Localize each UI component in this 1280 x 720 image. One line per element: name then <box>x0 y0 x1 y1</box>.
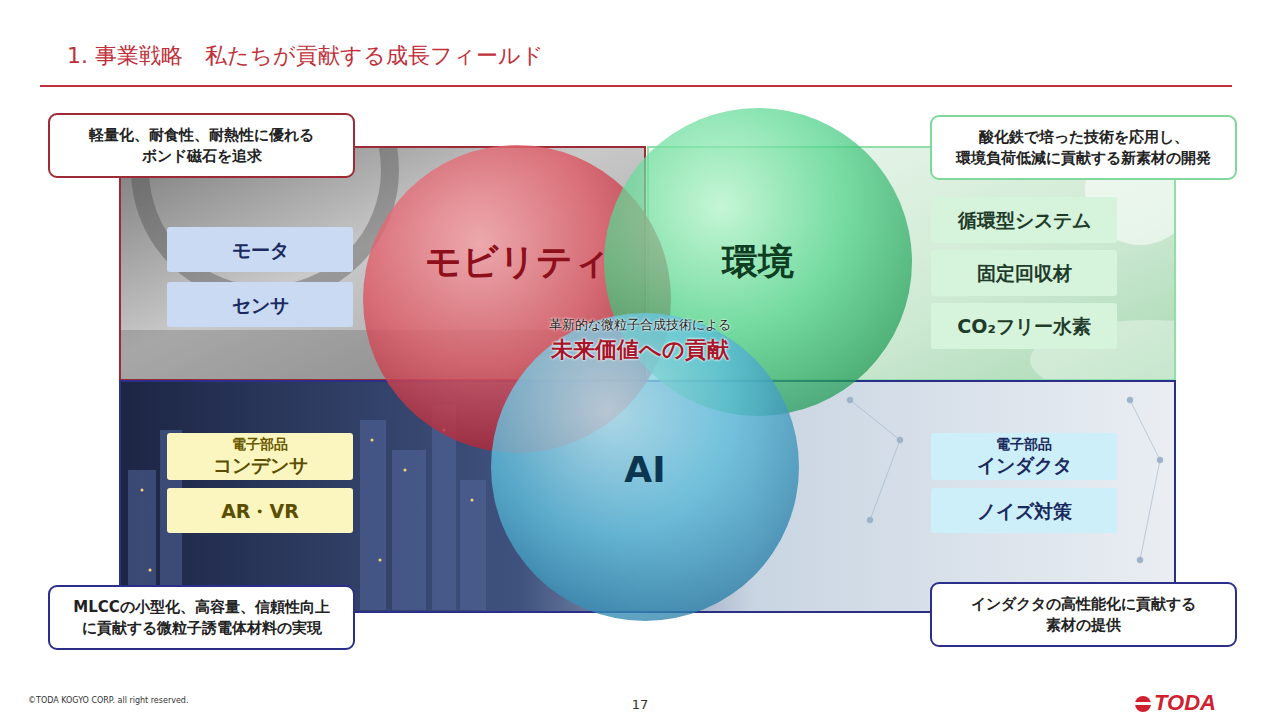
copyright: ©TODA KOGYO CORP. all right reserved. <box>28 696 188 706</box>
item-box: センサ <box>167 282 353 327</box>
callout-box: 軽量化、耐食性、耐熱性に優れる ボンド磁石を追求 <box>48 113 355 178</box>
callout-text: MLCCの小型化、高容量、信頼性向上 に貢献する微粒子誘電体材料の実現 <box>66 597 337 639</box>
item-label: CO₂フリー水素 <box>957 314 1090 338</box>
network-line <box>1140 460 1160 560</box>
callout-text: 酸化鉄で培った技術を応用し、 環境負荷低減に貢献する新素材の開発 <box>948 127 1219 169</box>
circle-label: 環境 <box>603 241 913 283</box>
light <box>141 489 144 492</box>
city-art <box>128 405 486 610</box>
light <box>379 559 382 562</box>
callout-text: 軽量化、耐食性、耐熱性に優れる ボンド磁石を追求 <box>66 125 337 167</box>
center-subtitle: 革新的な微粒子合成技術による <box>549 317 731 333</box>
city-lights <box>141 429 474 572</box>
network-line <box>870 440 900 520</box>
page-number: 17 <box>632 697 649 713</box>
network-dot <box>867 517 873 523</box>
network-line <box>1130 400 1160 460</box>
network-dot <box>847 397 853 403</box>
light <box>149 569 152 572</box>
callout-box: インダクタの高性能化に貢献する 素材の提供 <box>930 582 1237 647</box>
item-label: コンデンサ <box>213 453 308 477</box>
item-box: モータ <box>167 227 353 272</box>
item-label: モータ <box>232 238 289 262</box>
item-category: 電子部品 <box>232 436 288 453</box>
item-label: 循環型システム <box>958 208 1091 232</box>
item-box: AR・VR <box>167 488 353 533</box>
building <box>360 420 386 610</box>
item-box: CO₂フリー水素 <box>931 303 1117 349</box>
network-dot <box>1157 457 1163 463</box>
network-dot <box>1127 397 1133 403</box>
circle-label: AI <box>490 449 800 491</box>
callout-box: MLCCの小型化、高容量、信頼性向上 に貢献する微粒子誘電体材料の実現 <box>48 585 355 650</box>
item-box: ノイズ対策 <box>931 488 1117 533</box>
item-box: 電子部品コンデンサ <box>167 433 353 480</box>
light <box>404 469 407 472</box>
item-label: 固定回収材 <box>977 261 1072 285</box>
item-label: ノイズ対策 <box>977 499 1072 523</box>
item-box: 循環型システム <box>931 197 1117 243</box>
circle-label: モビリティ <box>362 241 672 283</box>
item-box: 固定回収材 <box>931 250 1117 296</box>
callout-text: インダクタの高性能化に貢献する 素材の提供 <box>948 594 1219 636</box>
network-line <box>850 400 900 440</box>
network-dot <box>1137 557 1143 563</box>
item-category: 電子部品 <box>996 436 1052 453</box>
light <box>371 439 374 442</box>
center-message: 未来価値への貢献 <box>551 336 729 363</box>
slide-title: 1. 事業戦略 私たちが貢献する成長フィールド <box>67 42 544 70</box>
building <box>392 450 426 610</box>
network-dot <box>897 437 903 443</box>
logo-bar <box>1134 702 1152 705</box>
item-label: センサ <box>232 293 289 317</box>
company-logo-text: TODA <box>1154 690 1216 716</box>
item-label: AR・VR <box>221 499 299 523</box>
logo-mark <box>1134 696 1152 712</box>
light <box>471 499 474 502</box>
item-box: 電子部品インダクタ <box>931 433 1117 480</box>
building <box>460 480 486 610</box>
logo-circle <box>1135 696 1151 712</box>
network-art <box>847 397 1163 563</box>
callout-box: 酸化鉄で培った技術を応用し、 環境負荷低減に貢献する新素材の開発 <box>930 115 1237 180</box>
circle-fill <box>491 313 799 621</box>
item-label: インダクタ <box>977 453 1072 477</box>
title-rule <box>40 85 1232 87</box>
